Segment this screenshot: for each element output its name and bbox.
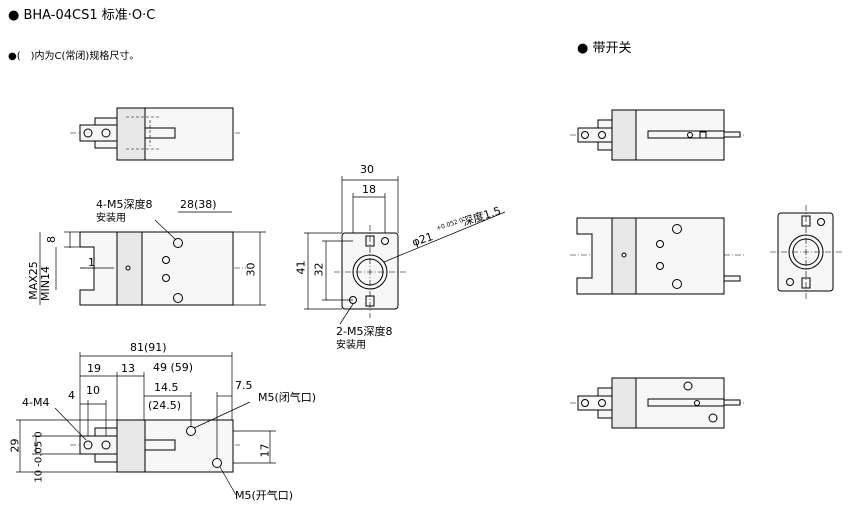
switch-front-view bbox=[570, 217, 745, 295]
dim-49-59: 49 (59) bbox=[153, 361, 194, 374]
top-view bbox=[70, 107, 240, 161]
switch-side-view bbox=[770, 205, 842, 299]
dim-18-top: 18 bbox=[362, 183, 376, 196]
side-view bbox=[304, 176, 506, 325]
dim-28-38: 28(38) bbox=[180, 198, 217, 211]
dim-24-5: (24.5) bbox=[148, 399, 182, 412]
label-tap-4m5: 4-M5深度8 bbox=[96, 198, 153, 211]
bottom-view bbox=[16, 352, 276, 496]
page-title: ● BHA-04CS1 标准·O·C bbox=[8, 8, 156, 23]
dim-30-top: 30 bbox=[360, 163, 374, 176]
switch-top-view bbox=[570, 109, 745, 161]
front-view bbox=[39, 211, 266, 306]
dim-81-91: 81(91) bbox=[130, 341, 167, 354]
switch-bottom-view bbox=[570, 377, 745, 429]
switch-section-title: ● 带开关 bbox=[577, 41, 632, 56]
label-tap-2m5-sub: 安装用 bbox=[336, 340, 366, 351]
dim-14-5: 14.5 bbox=[154, 381, 179, 394]
dim-19: 19 bbox=[87, 362, 101, 375]
label-4m4: 4-M4 bbox=[22, 396, 50, 409]
dim-4: 4 bbox=[68, 389, 75, 402]
label-m5-open: M5(开气口) bbox=[235, 489, 294, 502]
label-tap-4m5-sub: 安装用 bbox=[96, 213, 126, 224]
spec-note: ●( )内为C(常闭)规格尺寸。 bbox=[8, 51, 140, 62]
dim-10: 10 bbox=[86, 384, 100, 397]
label-m5-closed: M5(闭气口) bbox=[258, 391, 317, 404]
label-tap-2m5: 2-M5深度8 bbox=[336, 325, 393, 338]
dim-13: 13 bbox=[121, 362, 135, 375]
dim-7-5: 7.5 bbox=[235, 379, 253, 392]
